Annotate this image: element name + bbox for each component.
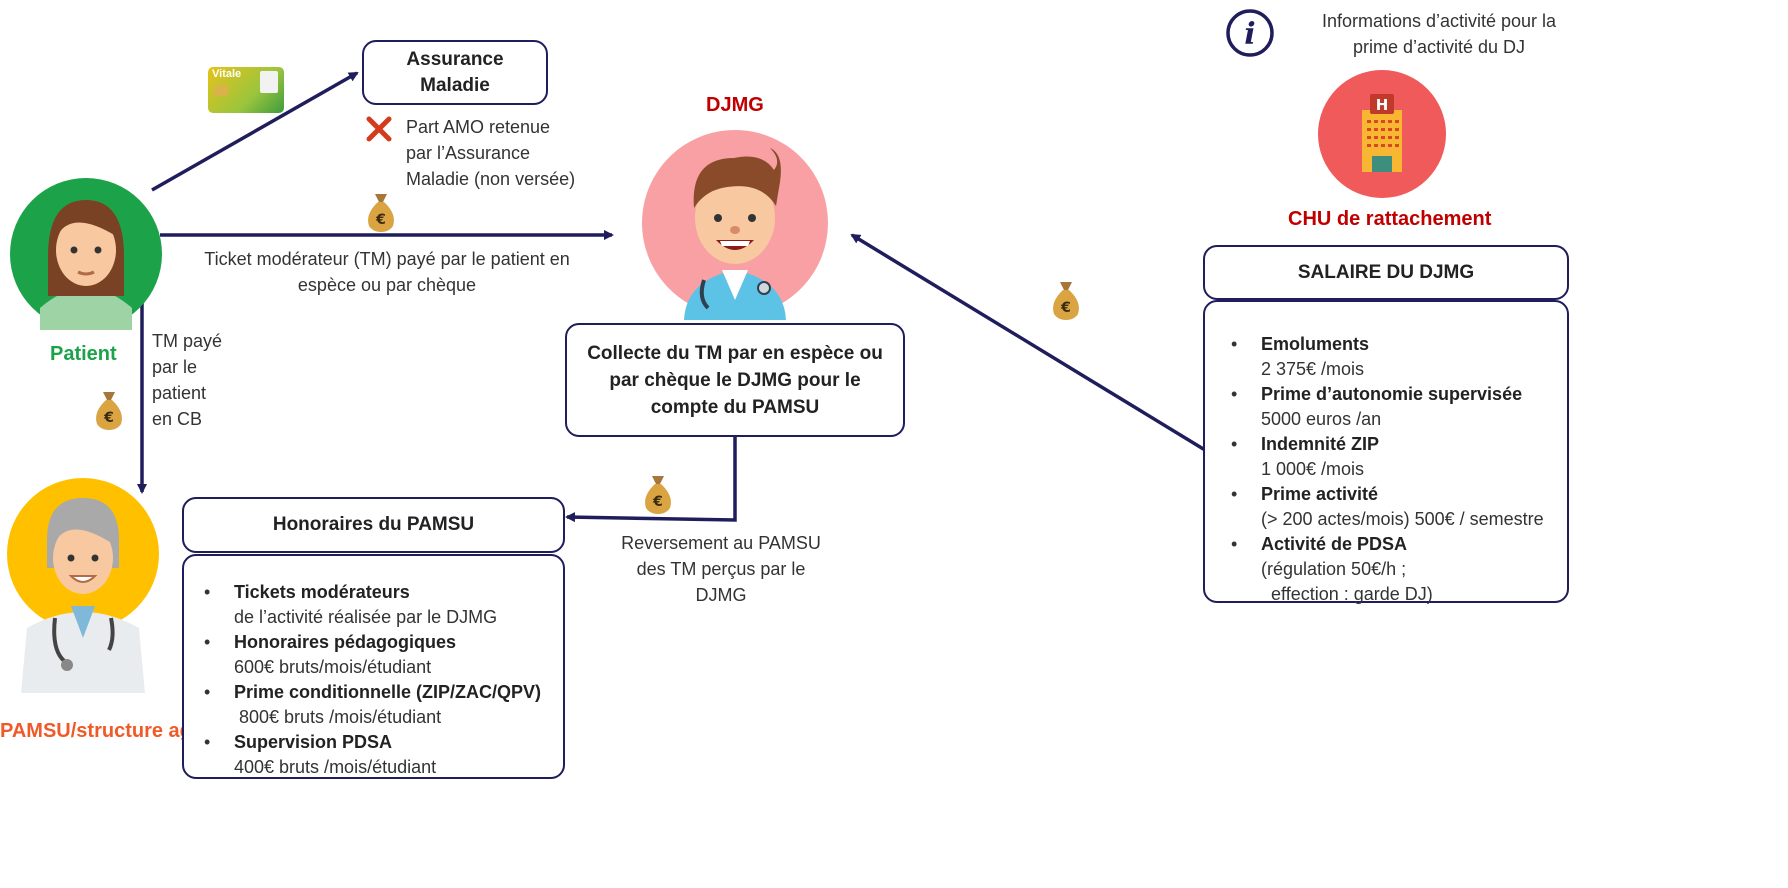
svg-text:H: H [1376, 96, 1389, 114]
patient-avatar [10, 178, 162, 330]
patient-label: Patient [50, 343, 117, 365]
salaire-title: SALAIRE DU DJMG [1297, 261, 1475, 283]
honoraires-title-box: Honoraires du PAMSU [182, 497, 565, 553]
info-icon: i [1225, 8, 1275, 58]
list-item: Prime conditionnelle (ZIP/ZAC/QPV) 800€ … [204, 680, 553, 730]
svg-text:€: € [375, 212, 386, 228]
vitale-card-icon: Vitale [208, 67, 284, 113]
honoraires-title: Honoraires du PAMSU [272, 514, 475, 535]
svg-text:i: i [1244, 17, 1255, 52]
pamsu-actor-label: PAMSU/structure agréée [0, 720, 234, 742]
money-bag-icon: € [93, 388, 125, 430]
svg-text:€: € [652, 494, 663, 510]
money-bag-icon: € [365, 190, 397, 232]
chu-label: CHU de rattachement [1288, 208, 1492, 230]
djmg-label: DJMG [706, 94, 764, 116]
money-bag-icon: € [1050, 278, 1082, 320]
collecte-box: Collecte du TM par en espèce ou par chèq… [565, 323, 905, 437]
svg-text:€: € [103, 410, 114, 426]
pamsu-avatar [7, 478, 159, 693]
svg-text:€: € [1060, 300, 1071, 316]
list-item: Prime activité(> 200 actes/mois) 500€ / … [1231, 482, 1557, 532]
list-item: Activité de PDSA(régulation 50€/h ; effe… [1231, 532, 1557, 607]
reversement-flow-label: Reversement au PAMSU des TM perçus par l… [621, 533, 821, 605]
money-bag-icon: € [642, 472, 674, 514]
assurance-maladie-title: Assurance Maladie [406, 48, 504, 96]
collecte-text: Collecte du TM par en espèce ou par chèq… [587, 342, 883, 418]
djmg-avatar [642, 130, 828, 320]
info-text: Informations d’activité pour la prime d’… [1321, 11, 1557, 57]
vitale-card-label: Vitale [212, 68, 242, 80]
arrow-patient-to-assurance [151, 71, 359, 192]
salaire-title-box: SALAIRE DU DJMG [1203, 245, 1569, 300]
assurance-note: Part AMO retenue par l’Assurance Maladie… [406, 117, 576, 189]
tm-cb-flow-label: TM payé par le patient en CB [152, 331, 223, 429]
ticket-flow-label: Ticket modérateur (TM) payé par le patie… [204, 249, 570, 295]
cross-icon [366, 116, 392, 142]
arrow-chu-to-djmg [850, 233, 1206, 452]
assurance-maladie-box: Assurance Maladie [362, 40, 548, 105]
hospital-icon: H [1318, 70, 1446, 198]
arrow-collecte-to-honoraires [565, 437, 737, 523]
